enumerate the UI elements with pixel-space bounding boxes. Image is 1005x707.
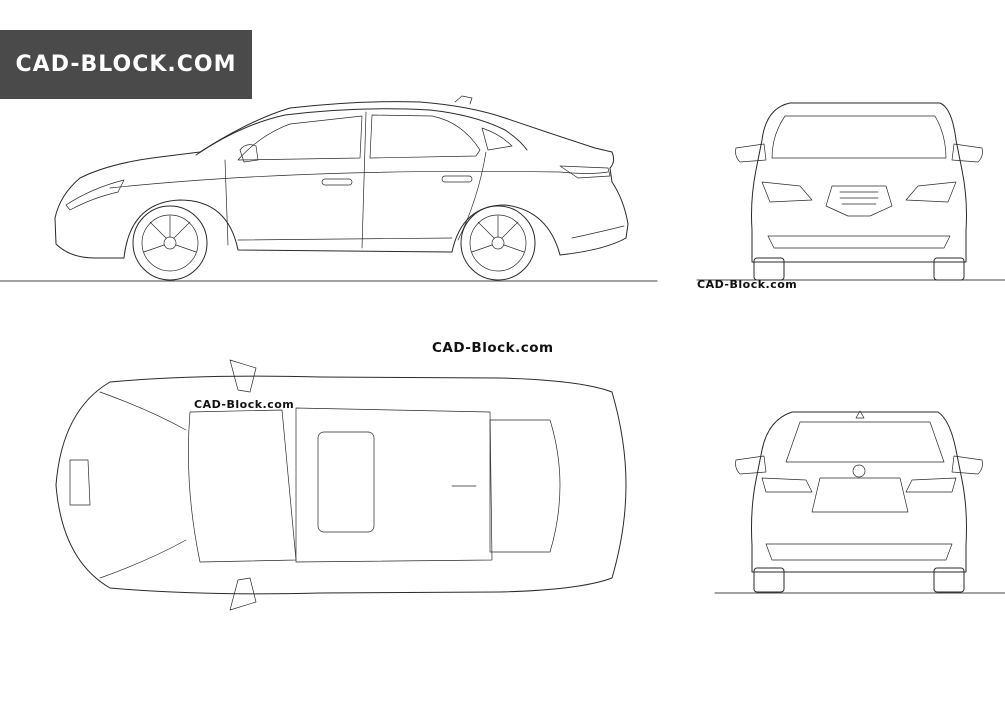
front-wheel — [132, 205, 208, 281]
front-view — [696, 102, 1005, 281]
side-body-outline — [54, 101, 629, 259]
rear-wheel — [460, 205, 536, 281]
rear-spokes — [471, 215, 525, 253]
front-right-tire — [933, 257, 965, 281]
b-pillar-line — [361, 111, 367, 249]
front-door-edge — [224, 159, 229, 246]
grille-mesh — [839, 191, 879, 205]
rear-door-window — [369, 114, 481, 159]
front-right-headlamp — [905, 181, 957, 203]
front-grille — [825, 185, 893, 217]
shark-fin-antenna — [454, 95, 473, 105]
front-door-handle — [321, 178, 353, 186]
front-right-mirror — [951, 143, 983, 163]
top-rear-window — [489, 419, 561, 553]
top-view — [55, 359, 627, 611]
brake-light-marker — [855, 410, 865, 419]
top-windshield — [188, 409, 297, 563]
front-body-outline — [751, 102, 967, 263]
rear-badge — [852, 464, 866, 478]
side-mirror — [239, 144, 259, 163]
rear-rim — [469, 214, 527, 272]
rear-left-taillamp — [761, 477, 813, 493]
watermark-front: CAD-Block.com — [697, 278, 798, 291]
rear-diffuser — [765, 543, 953, 561]
front-door-window — [237, 115, 363, 161]
top-left-mirror — [229, 359, 257, 393]
rear-right-mirror — [951, 455, 983, 475]
windshield — [771, 115, 947, 159]
site-banner[interactable]: CAD-BLOCK.COM — [0, 30, 252, 99]
site-banner-logo-text: CAD-BLOCK.COM — [15, 52, 237, 77]
front-lower-bumper — [767, 235, 951, 249]
trunk-lid — [811, 477, 909, 513]
rear-bumper-line — [571, 225, 625, 239]
quarter-window — [481, 127, 513, 151]
front-hub — [163, 236, 177, 250]
rear-left-mirror — [735, 455, 767, 475]
watermark-plan: CAD-Block.com — [194, 398, 295, 411]
rear-left-tire — [753, 567, 785, 593]
top-right-mirror — [229, 577, 257, 611]
side-taillamp — [559, 165, 611, 179]
hood-emblem — [69, 459, 91, 506]
hood-creases — [99, 391, 187, 579]
side-roof-line — [195, 108, 528, 156]
rear-hub — [491, 236, 505, 250]
rear-door-edge — [457, 151, 487, 241]
rear-view — [714, 410, 1005, 594]
top-body-outline — [55, 375, 627, 595]
front-left-headlamp — [761, 181, 813, 203]
side-sill-line — [237, 237, 453, 241]
side-view — [0, 95, 658, 282]
rear-window — [785, 421, 945, 463]
rear-right-tire — [933, 567, 965, 593]
watermark-top: CAD-Block.com — [432, 340, 554, 356]
sunroof — [317, 431, 375, 533]
top-roof — [295, 407, 493, 563]
side-headlamp — [65, 179, 125, 211]
rear-body-outline — [751, 411, 967, 573]
front-left-mirror — [735, 143, 767, 163]
front-left-tire — [753, 257, 785, 281]
front-spokes — [143, 215, 197, 253]
rear-right-taillamp — [905, 477, 957, 493]
front-rim — [141, 214, 199, 272]
rear-door-handle — [441, 175, 473, 183]
side-belt-line — [109, 170, 609, 189]
